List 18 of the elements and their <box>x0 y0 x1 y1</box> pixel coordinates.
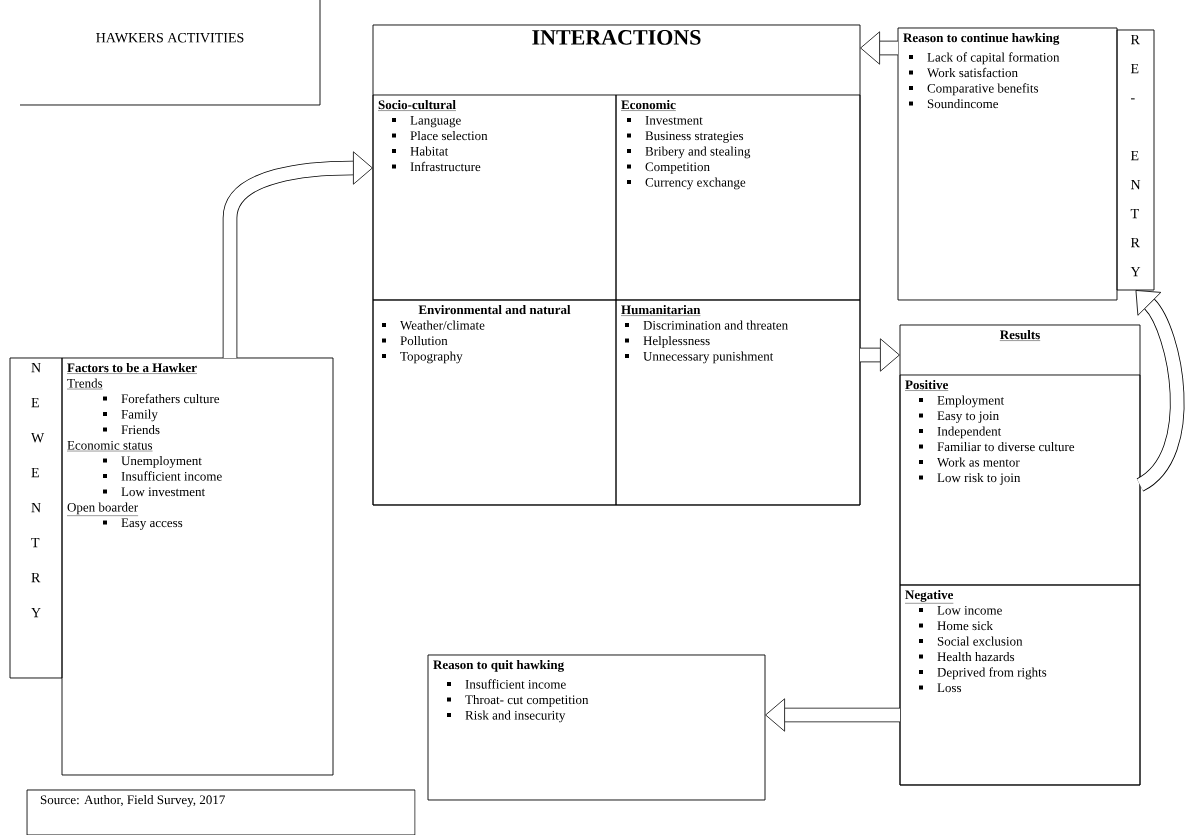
letter-column: N E W E N T R Y <box>9 357 63 679</box>
block-arrow <box>860 31 898 65</box>
category-cell: Economic Investment Business strategies Bribery and stealing Competition Currency exchange <box>615 94 861 301</box>
results-cell: Negative Low income Home sick Social exclusion Health hazards Deprived from rights Loss <box>899 584 1141 786</box>
text-box: Reason to quit hawking Insufficient income Throat- cut competition Risk and insecurity <box>427 654 766 801</box>
curved-arrow <box>1135 290 1185 491</box>
letter-column: R E - E N T R Y <box>1116 29 1155 291</box>
heading-box: HAWKERS ACTIVITIES <box>19 0 321 106</box>
curved-arrow <box>222 151 373 358</box>
text-box: Factors to be a Hawker Trends Forefathers culture Family Friends Economic status Unemployment Insufficient income Low investment Open boarder Easy access <box>61 357 334 776</box>
category-cell: Humanitarian Discrimination and threaten Helplessness Unnecessary punishment <box>615 299 861 506</box>
block-arrow <box>860 338 900 372</box>
block-arrow <box>765 698 900 732</box>
source-box: Source: Author, Field Survey, 2017 <box>26 789 416 835</box>
text-box: Reason to continue hawking Lack of capital formation Work satisfaction Comparative benefits Soundincome <box>897 27 1118 301</box>
results-cell: Positive Employment Easy to join Independent Familiar to diverse culture Work as mentor Low risk to join <box>899 374 1141 586</box>
category-cell: Environmental and natural Weather/climate Pollution Topography <box>372 299 617 506</box>
category-cell: Socio-cultural Language Place selection Habitat Infrastructure <box>372 94 617 301</box>
